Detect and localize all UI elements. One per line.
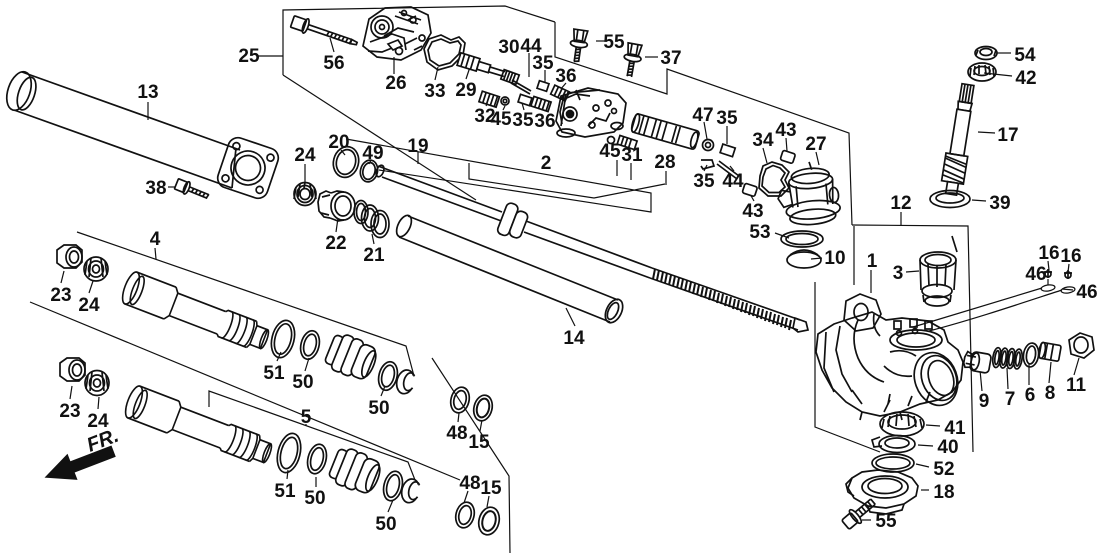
svg-text:47: 47 — [692, 105, 713, 126]
svg-text:16: 16 — [1060, 246, 1081, 267]
svg-text:46: 46 — [1076, 282, 1097, 303]
svg-text:35: 35 — [693, 171, 715, 192]
svg-text:29: 29 — [455, 80, 476, 101]
svg-text:54: 54 — [1014, 45, 1036, 66]
svg-text:51: 51 — [263, 363, 285, 384]
svg-text:15: 15 — [468, 432, 490, 453]
svg-text:49: 49 — [362, 143, 383, 164]
svg-text:52: 52 — [933, 459, 954, 480]
svg-text:37: 37 — [660, 48, 681, 69]
svg-text:24: 24 — [294, 145, 316, 166]
svg-text:31: 31 — [621, 145, 643, 166]
svg-text:36: 36 — [534, 111, 555, 132]
svg-text:16: 16 — [1038, 243, 1059, 264]
svg-text:42: 42 — [1015, 68, 1036, 89]
svg-text:5: 5 — [301, 407, 312, 428]
svg-text:55: 55 — [875, 511, 897, 532]
svg-text:32: 32 — [474, 106, 495, 127]
svg-text:34: 34 — [752, 130, 774, 151]
svg-text:46: 46 — [1025, 264, 1046, 285]
svg-text:23: 23 — [59, 401, 80, 422]
svg-text:50: 50 — [292, 372, 313, 393]
svg-text:44: 44 — [520, 36, 542, 57]
svg-text:53: 53 — [749, 222, 770, 243]
svg-text:24: 24 — [78, 295, 100, 316]
svg-text:33: 33 — [424, 81, 445, 102]
svg-text:35: 35 — [532, 53, 554, 74]
svg-text:50: 50 — [304, 488, 325, 509]
svg-text:3: 3 — [893, 263, 904, 284]
svg-text:27: 27 — [805, 134, 826, 155]
svg-text:25: 25 — [238, 46, 260, 67]
svg-text:30: 30 — [498, 37, 519, 58]
svg-text:55: 55 — [603, 32, 625, 53]
svg-text:44: 44 — [722, 171, 744, 192]
svg-text:48: 48 — [459, 473, 480, 494]
svg-text:18: 18 — [933, 482, 954, 503]
svg-text:9: 9 — [979, 391, 990, 412]
svg-text:40: 40 — [937, 437, 958, 458]
svg-text:45: 45 — [490, 109, 512, 130]
svg-text:50: 50 — [368, 398, 389, 419]
svg-text:35: 35 — [716, 108, 738, 129]
svg-text:36: 36 — [555, 66, 576, 87]
svg-text:6: 6 — [1025, 385, 1036, 406]
svg-text:24: 24 — [87, 411, 109, 432]
svg-text:35: 35 — [512, 110, 534, 131]
svg-text:51: 51 — [274, 481, 296, 502]
svg-text:14: 14 — [563, 328, 585, 349]
svg-text:4: 4 — [150, 229, 161, 250]
svg-text:50: 50 — [375, 514, 396, 535]
svg-text:11: 11 — [1066, 375, 1087, 396]
svg-text:1: 1 — [867, 251, 878, 272]
svg-text:2: 2 — [541, 153, 552, 174]
svg-text:15: 15 — [480, 478, 502, 499]
svg-text:48: 48 — [446, 423, 467, 444]
svg-text:39: 39 — [989, 193, 1010, 214]
svg-text:10: 10 — [824, 248, 845, 269]
svg-text:12: 12 — [890, 193, 911, 214]
svg-text:13: 13 — [137, 82, 158, 103]
svg-text:41: 41 — [944, 418, 966, 439]
svg-text:28: 28 — [654, 152, 675, 173]
svg-text:17: 17 — [997, 125, 1018, 146]
svg-text:7: 7 — [1005, 389, 1016, 410]
svg-text:21: 21 — [363, 245, 385, 266]
svg-text:22: 22 — [325, 233, 346, 254]
svg-text:23: 23 — [50, 285, 71, 306]
svg-text:38: 38 — [145, 178, 166, 199]
svg-text:43: 43 — [742, 201, 763, 222]
svg-text:19: 19 — [407, 136, 428, 157]
svg-text:43: 43 — [775, 120, 796, 141]
svg-text:26: 26 — [385, 73, 406, 94]
svg-text:45: 45 — [599, 141, 621, 162]
svg-text:56: 56 — [323, 53, 344, 74]
svg-text:8: 8 — [1045, 383, 1056, 404]
